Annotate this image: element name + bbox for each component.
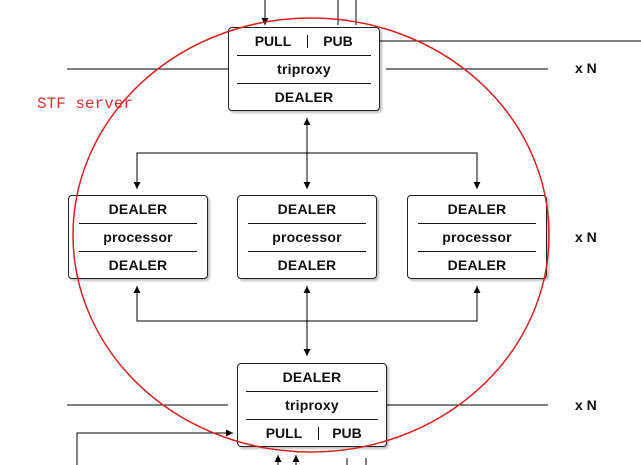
multiplicity-top: x N (575, 60, 597, 76)
processor-1-name: processor (103, 229, 173, 245)
server-label: STF server (37, 95, 134, 113)
processor-box-3: DEALER processor DEALER (407, 195, 547, 279)
divider (248, 223, 366, 224)
divider (79, 223, 197, 224)
top-triproxy-box: PULL PUB triproxy DEALER (228, 27, 380, 111)
processor-2-bottom-dealer: DEALER (277, 257, 337, 273)
bottom-triproxy-pub-socket: PUB (332, 425, 362, 441)
divider (237, 55, 371, 56)
multiplicity-middle: x N (575, 229, 597, 245)
bottom-triproxy-pull-socket: PULL (265, 425, 303, 441)
top-triproxy-pub-socket: PUB (323, 33, 353, 49)
processor-box-2: DEALER processor DEALER (237, 195, 377, 279)
top-triproxy-pull-socket: PULL (254, 33, 292, 49)
top-triproxy-dealer-socket: DEALER (274, 89, 334, 105)
bottom-triproxy-dealer-socket: DEALER (282, 369, 342, 385)
divider (418, 223, 536, 224)
divider (79, 251, 197, 252)
divider (246, 419, 378, 420)
processor-3-name: processor (442, 229, 512, 245)
divider (237, 83, 371, 84)
bottom-left-incoming-arrow (76, 429, 233, 465)
divider (418, 251, 536, 252)
processor-1-bottom-dealer: DEALER (108, 257, 168, 273)
bottom-triproxy-name: triproxy (285, 397, 339, 413)
processor-2-name: processor (272, 229, 342, 245)
divider (248, 251, 366, 252)
processor-3-bottom-dealer: DEALER (447, 257, 507, 273)
processor-3-top-dealer: DEALER (447, 201, 507, 217)
divider (246, 391, 378, 392)
bottom-triproxy-box: DEALER triproxy PULL PUB (237, 363, 387, 447)
processor-1-top-dealer: DEALER (108, 201, 168, 217)
top-triproxy-name: triproxy (277, 61, 331, 77)
processor-2-top-dealer: DEALER (277, 201, 337, 217)
multiplicity-bottom: x N (575, 397, 597, 413)
processor-box-1: DEALER processor DEALER (68, 195, 208, 279)
